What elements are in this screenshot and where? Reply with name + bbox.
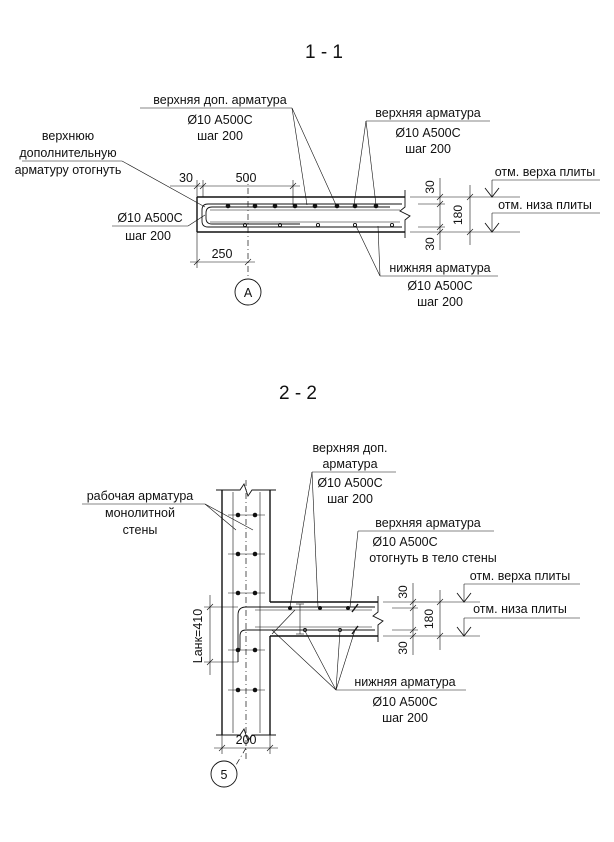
s2-mark-bottom: отм. низа плиты — [473, 602, 567, 616]
s1-mark-bottom: отм. низа плиты — [498, 198, 592, 212]
s1-bend-line2: дополнительную — [19, 146, 116, 160]
s1-dim-500: 500 — [236, 171, 257, 185]
s2-top-spec: Ø10 А500С — [372, 535, 437, 549]
section-1-title: 1 - 1 — [305, 42, 343, 63]
s2-dim-180: 180 — [422, 609, 436, 629]
s1-top-spec: Ø10 А500С — [395, 126, 460, 140]
s1-top-add-label: верхняя доп. арматура — [153, 93, 286, 107]
s2-top-add-label1: верхняя доп. — [313, 441, 388, 455]
s1-bend-line1: верхнюю — [42, 129, 94, 143]
s2-top-add-label2: арматура — [322, 457, 377, 471]
s1-dim-30-left: 30 — [179, 171, 193, 185]
s1-bottom-step: шаг 200 — [417, 295, 463, 309]
s2-bottom-label: нижняя арматура — [354, 675, 455, 689]
s2-dim-200: 200 — [214, 733, 278, 754]
s2-wall-label1: рабочая арматура — [87, 489, 194, 503]
s2-bottom-step: шаг 200 — [382, 711, 428, 725]
s2-bottom-spec: Ø10 А500С — [372, 695, 437, 709]
s1-top-add-spec: Ø10 А500С — [187, 113, 252, 127]
s2-top-add-spec: Ø10 А500С — [317, 476, 382, 490]
s2-dim-right: 30 180 30 отм. верха плиты отм. низа пли… — [383, 569, 580, 655]
s1-axis-a: А — [244, 286, 253, 300]
s1-dim-250-text: 250 — [212, 247, 233, 261]
s1-top-label: верхняя арматура — [375, 106, 481, 120]
s1-dim-30-top: 30 — [423, 180, 437, 194]
s1-left-spec: Ø10 А500С — [117, 211, 182, 225]
slab-2 — [237, 596, 384, 662]
s2-mark-top: отм. верха плиты — [470, 569, 571, 583]
s1-dim-top: 30 500 — [170, 171, 300, 205]
s1-dim-250: 250 А — [190, 175, 262, 306]
s1-dim-30-bottom: 30 — [423, 237, 437, 251]
s1-top-step: шаг 200 — [405, 142, 451, 156]
s2-axis-5: 5 — [221, 768, 228, 782]
section-1-1: 1 - 1 — [15, 42, 600, 309]
s1-left-step: шаг 200 — [125, 229, 171, 243]
s2-top-label: верхняя арматура — [375, 516, 481, 530]
s2-dim-200-text: 200 — [236, 733, 257, 747]
section-2-title: 2 - 2 — [279, 383, 317, 404]
s1-bend-line3: арматуру отогнуть — [15, 163, 122, 177]
s1-bottom-spec: Ø10 А500С — [407, 279, 472, 293]
s1-dim-right: 30 180 30 отм. верха плиты отм. низа пли… — [410, 165, 600, 251]
s2-wall-label3: стены — [123, 523, 158, 537]
s1-dim-180: 180 — [451, 205, 465, 225]
s2-wall-label2: монолитной — [105, 506, 175, 520]
wall-2 — [216, 480, 276, 760]
s2-anchor: Lанк=410 — [191, 609, 205, 663]
s2-dim-30-top: 30 — [396, 585, 410, 599]
s1-top-add-step: шаг 200 — [197, 129, 243, 143]
s2-top-note: отогнуть в тело стены — [369, 551, 496, 565]
s2-top-add-step: шаг 200 — [327, 492, 373, 506]
s2-anchor-dim: Lанк=410 — [191, 595, 238, 675]
s1-bottom-label: нижняя арматура — [389, 261, 490, 275]
wall-bars — [228, 512, 265, 693]
section-2-2: 2 - 2 — [82, 383, 580, 788]
slab-1 — [196, 190, 411, 238]
s2-dim-30-bottom: 30 — [396, 641, 410, 655]
s1-mark-top: отм. верха плиты — [495, 165, 596, 179]
